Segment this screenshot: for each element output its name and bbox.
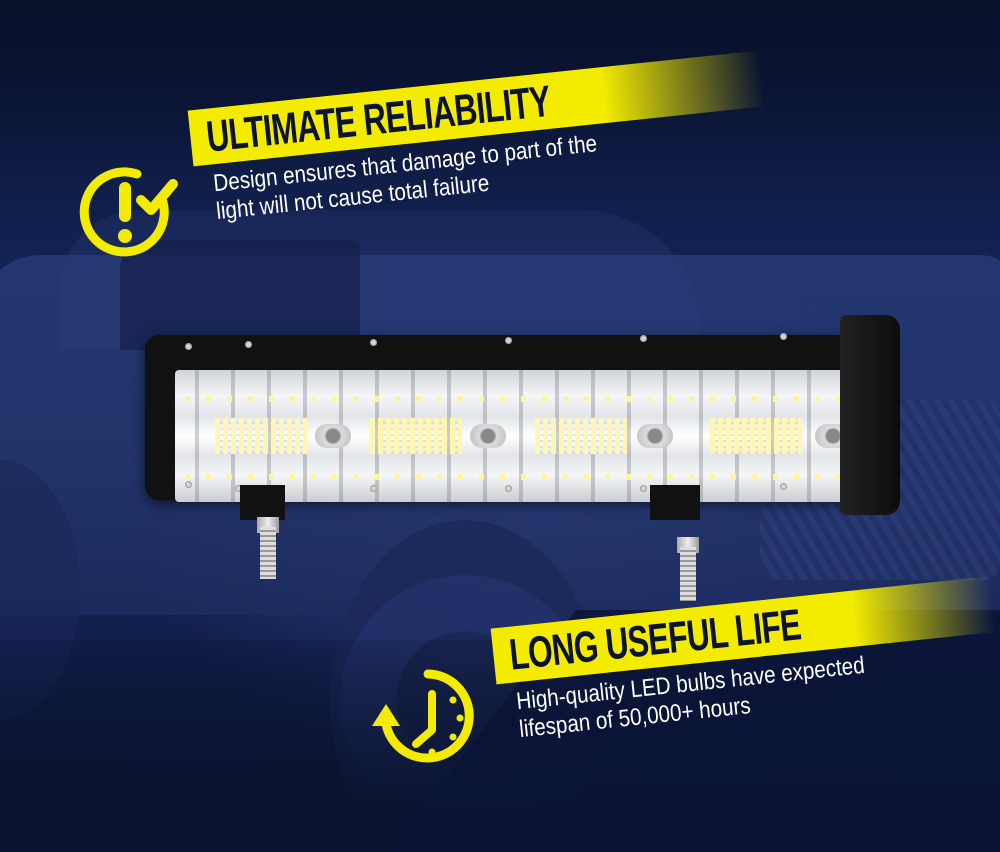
screw	[780, 333, 787, 340]
led-row-top	[185, 396, 865, 402]
screw	[185, 343, 192, 350]
truck-window	[120, 240, 360, 350]
screw	[185, 481, 192, 488]
screw	[640, 335, 647, 342]
led-cluster	[215, 418, 307, 454]
screw	[640, 485, 647, 492]
light-bar-endcap	[840, 315, 900, 515]
screw	[505, 485, 512, 492]
light-bar-housing	[145, 333, 885, 502]
screw	[370, 485, 377, 492]
mount-bolt	[680, 547, 696, 601]
spot-lens	[315, 424, 351, 448]
screw	[245, 341, 252, 348]
mount-bracket	[650, 485, 700, 520]
led-cluster	[370, 418, 462, 454]
spot-lens	[470, 424, 506, 448]
led-cluster	[535, 418, 627, 454]
led-cluster	[710, 418, 802, 454]
screw	[780, 483, 787, 490]
mount-bolt	[260, 527, 276, 579]
spot-lens	[637, 424, 673, 448]
clock-history-icon	[372, 669, 474, 763]
reliability-check-icon	[79, 167, 178, 257]
led-row-bottom	[185, 474, 865, 480]
screw	[370, 339, 377, 346]
light-bar-lens	[175, 370, 875, 502]
led-light-bar-image	[145, 315, 900, 601]
screw	[505, 337, 512, 344]
screw	[235, 485, 242, 492]
mount-bracket	[240, 485, 285, 520]
